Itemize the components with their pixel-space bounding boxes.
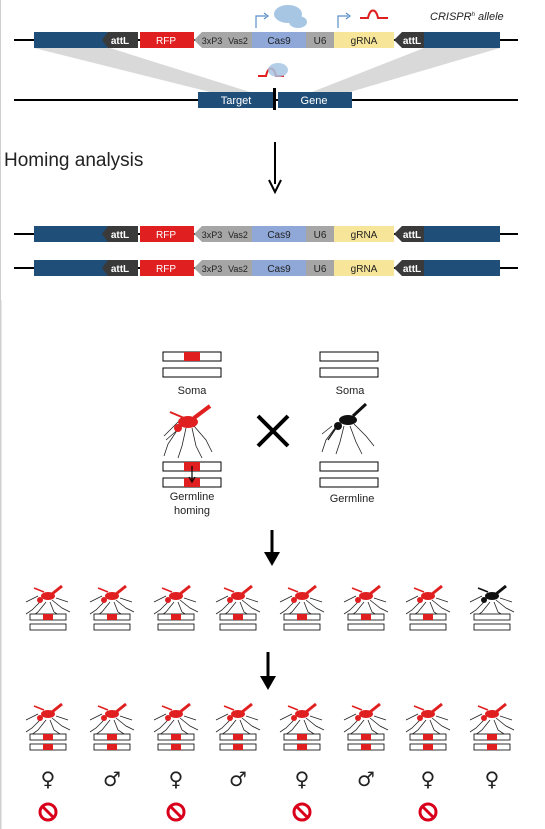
chromosome <box>283 623 321 631</box>
target-gene-locus: Target Gene <box>14 63 518 110</box>
sterile-no-symbol-icon <box>166 802 186 822</box>
promoter-arrow-icon <box>255 15 266 28</box>
svg-text:Vas2: Vas2 <box>228 264 248 274</box>
svg-text:3xP3: 3xP3 <box>202 230 223 240</box>
insertion-funnel-left <box>34 48 250 92</box>
sex-symbol: ♂ <box>103 767 121 791</box>
label-gene: Gene <box>301 95 328 107</box>
label-target: Target <box>221 95 252 107</box>
sex-symbol: ♀ <box>41 767 56 791</box>
svg-text:attL: attL <box>403 264 421 275</box>
label-attl-right: attL <box>403 36 421 47</box>
svg-text:RFP: RFP <box>156 264 176 275</box>
svg-text:Vas2: Vas2 <box>228 230 248 240</box>
svg-text:3xP3: 3xP3 <box>202 264 223 274</box>
chromosome <box>473 623 511 631</box>
mosquito-icon <box>405 702 451 737</box>
sex-symbol: ♀ <box>485 767 500 791</box>
label-rfp: RFP <box>156 36 176 47</box>
progeny-row-g2: ♀ ♂ ♀ ♂ ♀ ♂ ♀ ♀ <box>25 702 515 822</box>
label-vas2: Vas2 <box>228 36 248 46</box>
sex-symbol: ♀ <box>295 767 310 791</box>
chromosome <box>347 623 385 631</box>
mosquito-icon <box>153 584 199 619</box>
female-soma-label: Soma <box>178 385 208 397</box>
male-soma-label: Soma <box>336 385 366 397</box>
label-u6: U6 <box>314 36 327 47</box>
mosquito-icon <box>153 702 199 737</box>
sex-symbol: ♀ <box>169 767 184 791</box>
mosquito-icon <box>215 584 261 619</box>
sterile-no-symbol-icon <box>292 802 312 822</box>
mosquito-icon <box>343 702 389 737</box>
svg-text:U6: U6 <box>314 230 327 241</box>
insertion-funnel-right <box>312 48 500 92</box>
mosquito-icon <box>343 584 389 619</box>
chromosome <box>473 613 511 621</box>
sex-symbol: ♂ <box>357 767 375 791</box>
mosquito-icon <box>279 702 325 737</box>
promoter-arrow-icon <box>337 15 348 28</box>
male-germline-label: Germline <box>330 493 375 505</box>
attl-left-box <box>102 32 138 48</box>
chromosome <box>29 623 67 631</box>
svg-text:attL: attL <box>111 264 129 275</box>
mosquito-icon <box>469 584 515 619</box>
mosquito-icon <box>89 702 135 737</box>
mosquito-icon <box>279 584 325 619</box>
parental-cross: Soma <box>162 351 379 517</box>
progeny-row-g1 <box>25 584 515 631</box>
chromosome <box>219 623 257 631</box>
promoter-3xp3-box <box>194 32 224 48</box>
sex-symbol: ♂ <box>229 767 247 791</box>
sterile-no-symbol-icon <box>418 802 438 822</box>
label-cas9: Cas9 <box>267 36 291 47</box>
svg-text:gRNA: gRNA <box>351 264 378 275</box>
chromosome <box>93 623 131 631</box>
allele-title: CRISPRh allele <box>430 11 504 23</box>
vas2-box <box>224 32 252 48</box>
female-germline-label: Germline <box>170 491 215 503</box>
mosquito-icon <box>25 702 71 737</box>
sterile-no-symbol-icon <box>38 802 58 822</box>
mosquito-icon <box>321 402 375 455</box>
grna-box <box>334 32 394 48</box>
chromosome <box>157 623 195 631</box>
cas9-protein-icon <box>268 63 288 77</box>
allele-2: attL RFP 3xP3 Vas2 Cas9 U6 gRNA attL <box>14 260 518 276</box>
mosquito-icon <box>89 584 135 619</box>
cross-icon <box>256 414 290 448</box>
cut-site-marker <box>273 88 276 110</box>
sex-symbol: ♀ <box>421 767 436 791</box>
guide-rna-icon <box>360 9 388 19</box>
mosquito-icon <box>25 584 71 619</box>
allele-1: attL RFP 3xP3 Vas2 Cas9 U6 gRNA attL <box>14 226 518 242</box>
mosquito-icon <box>163 404 213 459</box>
svg-text:RFP: RFP <box>156 230 176 241</box>
svg-text:Cas9: Cas9 <box>267 264 291 275</box>
svg-text:gRNA: gRNA <box>351 230 378 241</box>
attl-right-box <box>394 32 424 48</box>
chromosome <box>409 623 447 631</box>
u6-box <box>306 32 334 48</box>
label-3xp3: 3xP3 <box>202 36 223 46</box>
female-homing-label: homing <box>174 505 210 517</box>
rfp-box <box>140 32 194 48</box>
svg-text:attL: attL <box>111 230 129 241</box>
mosquito-icon <box>215 702 261 737</box>
svg-text:attL: attL <box>403 230 421 241</box>
svg-text:U6: U6 <box>314 264 327 275</box>
homing-alleles: attL RFP 3xP3 Vas2 Cas9 U6 gRNA attL att… <box>14 226 518 276</box>
cas9-box <box>252 32 306 48</box>
label-grna: gRNA <box>351 36 378 47</box>
section-title: Homing analysis <box>4 150 143 171</box>
svg-text:Cas9: Cas9 <box>267 230 291 241</box>
label-attl-left: attL <box>111 36 129 47</box>
mosquito-icon <box>469 702 515 737</box>
mosquito-icon <box>405 584 451 619</box>
crispr-construct-top: attL RFP 3xP3 Vas2 Cas9 U6 gRNA attL CRI… <box>14 5 518 48</box>
